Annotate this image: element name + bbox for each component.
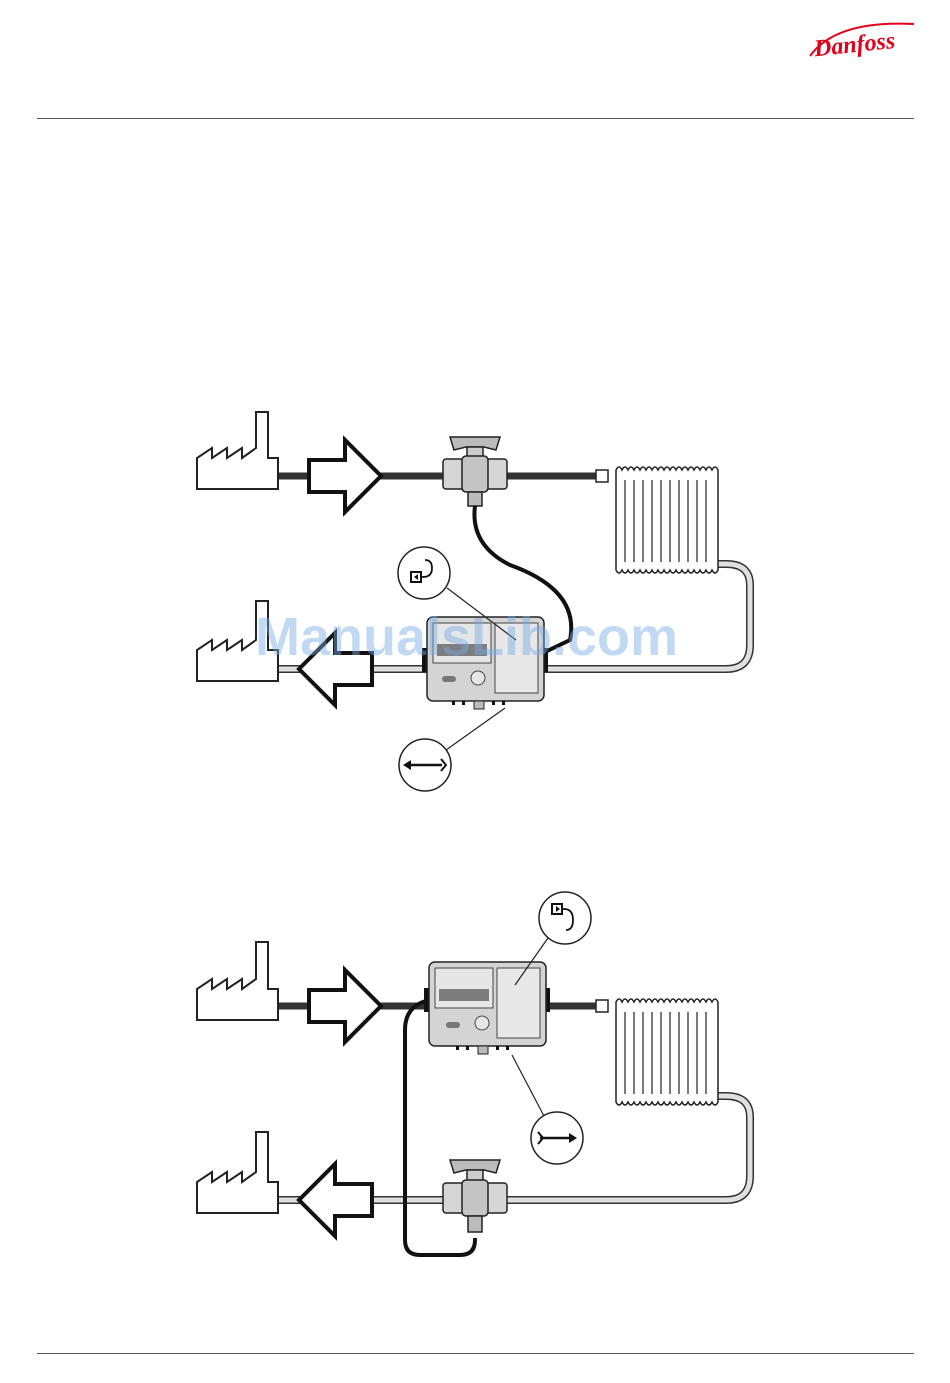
heat-meter-icon: [424, 962, 550, 1054]
brand-text: Danfoss: [812, 28, 897, 62]
flow-direction-left-icon: [399, 739, 451, 791]
ball-valve-icon: [443, 437, 507, 506]
diagram-meter-in-supply: [0, 880, 950, 1280]
flow-arrow-icon: [309, 440, 381, 512]
danfoss-logo: Danfoss: [806, 18, 918, 62]
flow-arrow-icon: [299, 633, 372, 705]
header-divider: [37, 118, 914, 119]
heat-meter-icon: [422, 617, 548, 709]
flow-arrow-icon: [299, 1164, 372, 1236]
radiator-icon: [596, 999, 718, 1105]
factory-icon: [197, 412, 278, 489]
factory-icon: [197, 601, 278, 681]
sensor-supply-icon: [539, 892, 591, 944]
flow-direction-right-icon: [531, 1112, 583, 1164]
footer-divider: [37, 1353, 914, 1354]
factory-icon: [197, 942, 278, 1020]
ball-valve-icon: [443, 1160, 507, 1232]
radiator-icon: [596, 467, 718, 573]
diagram-meter-in-return: [0, 400, 950, 800]
sensor-return-icon: [398, 547, 450, 599]
factory-icon: [197, 1132, 278, 1213]
flow-arrow-icon: [309, 970, 381, 1042]
